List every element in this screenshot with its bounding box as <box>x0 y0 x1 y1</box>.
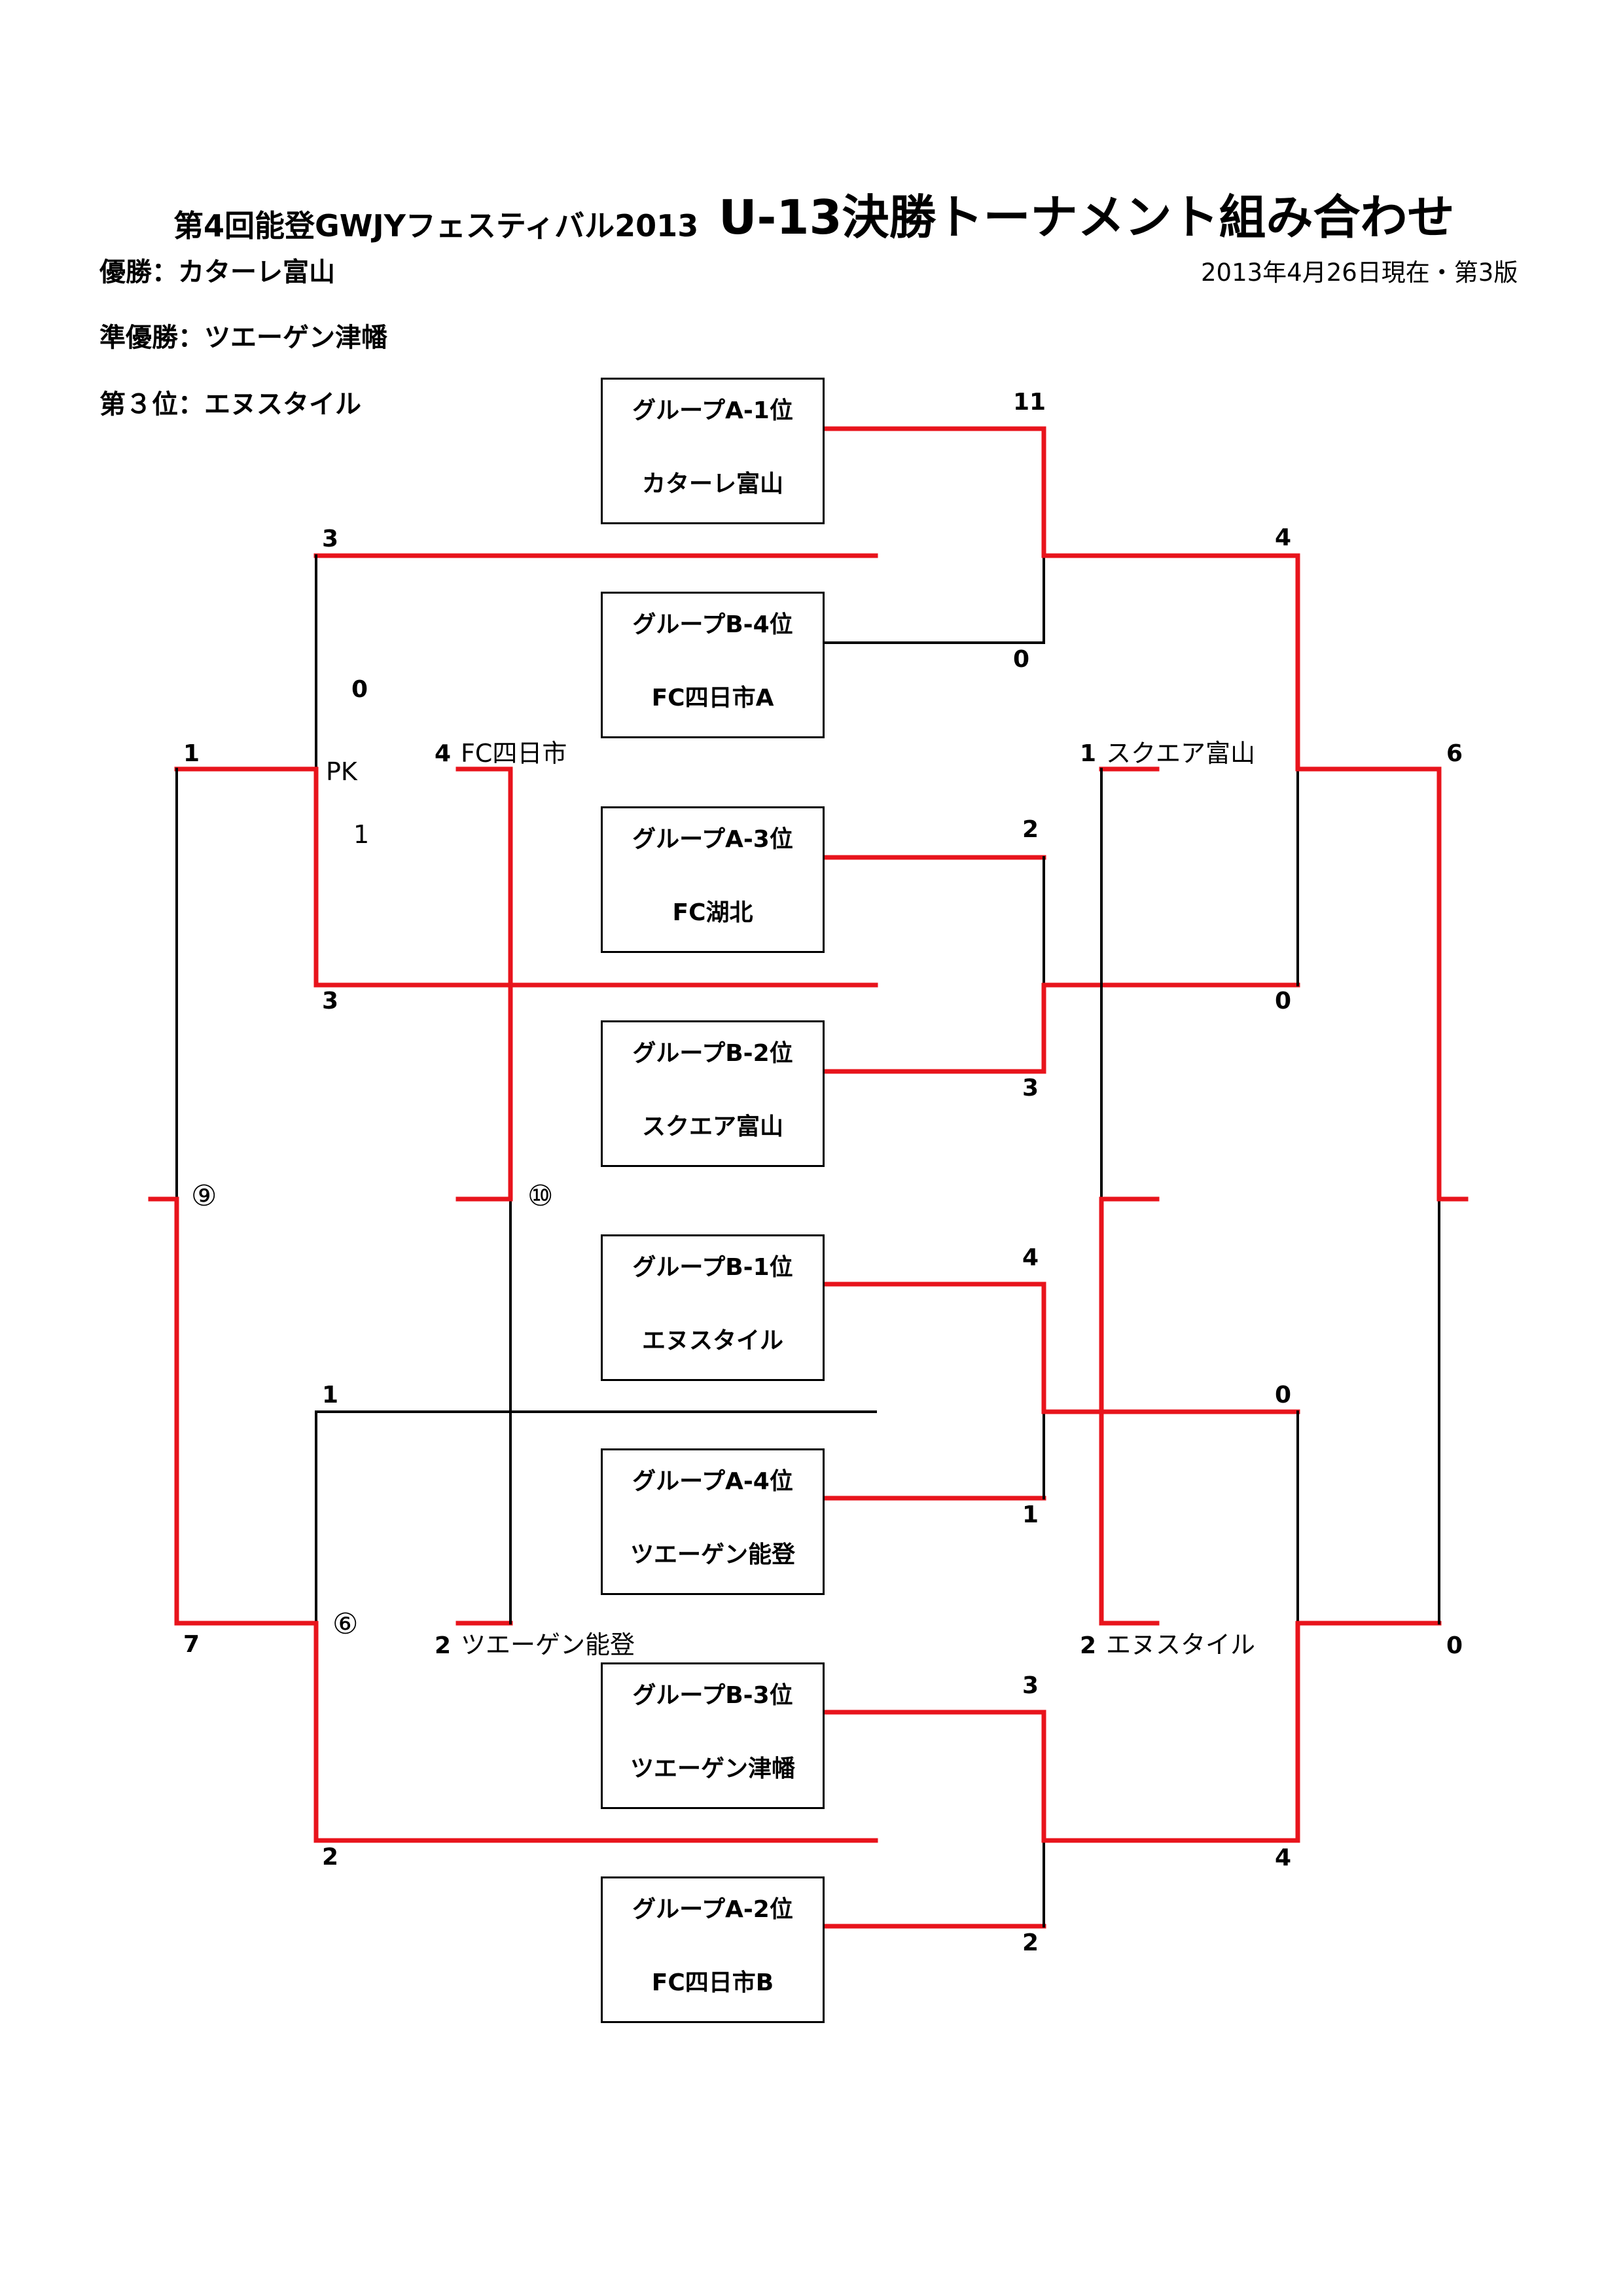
score: 1 <box>1022 1501 1039 1528</box>
team-box: グループB-1位 エヌスタイル <box>601 1234 825 1381</box>
champion-result: 優勝：カターレ富山 <box>99 257 335 287</box>
team-box: グループB-3位 ツエーゲン津幡 <box>601 1662 825 1809</box>
team-name: カターレ富山 <box>641 471 783 497</box>
match-marker: ⑥ <box>332 1607 359 1641</box>
score: 4 <box>1275 524 1292 551</box>
team-label: ツエーゲン能登 <box>461 1630 635 1659</box>
match-marker: ⑩ <box>527 1179 554 1213</box>
score: 2 <box>322 1844 339 1871</box>
team-seed: グループA-1位 <box>632 397 793 424</box>
page-title: U-13決勝トーナメント組み合わせ <box>719 190 1455 245</box>
team-box: グループA-1位 カターレ富山 <box>601 378 825 524</box>
pk-score: 0 <box>351 676 368 703</box>
team-name: ツエーゲン津幡 <box>630 1755 795 1782</box>
as-of-date: 2013年4月26日現在・第3版 <box>1201 259 1518 287</box>
team-seed: グループB-2位 <box>632 1040 793 1067</box>
score: 4 <box>1275 1844 1292 1871</box>
score: 3 <box>322 526 339 552</box>
team-box: グループA-4位 ツエーゲン能登 <box>601 1448 825 1595</box>
team-seed: グループB-3位 <box>632 1682 793 1709</box>
pk-label: PK <box>326 757 357 786</box>
team-box: グループA-3位 FC湖北 <box>601 806 825 953</box>
score: 2 <box>1022 1929 1039 1956</box>
score: 3 <box>1022 1075 1039 1102</box>
score: 4 <box>435 740 452 767</box>
score: 0 <box>1013 646 1030 673</box>
score: 4 <box>1022 1244 1039 1271</box>
match-marker: ⑨ <box>191 1179 217 1213</box>
score: 11 <box>1013 389 1046 416</box>
score: 3 <box>322 988 339 1014</box>
score: 1 <box>322 1382 339 1408</box>
team-seed: グループA-2位 <box>632 1896 793 1923</box>
score: 2 <box>1080 1632 1097 1659</box>
team-label: FC四日市 <box>461 739 567 768</box>
team-label: スクエア富山 <box>1106 739 1256 768</box>
score: 1 <box>1080 740 1097 767</box>
score: 0 <box>1275 988 1292 1014</box>
team-box: グループB-2位 スクエア富山 <box>601 1020 825 1167</box>
team-seed: グループB-1位 <box>632 1254 793 1281</box>
team-name: FC四日市A <box>651 685 774 711</box>
score: 1 <box>183 740 200 767</box>
event-title: 第4回能登GWJYフェスティバル2013 <box>173 208 699 243</box>
team-name: FC四日市B <box>651 1969 774 1996</box>
score: 2 <box>435 1632 452 1659</box>
team-seed: グループA-3位 <box>632 826 793 853</box>
score: 6 <box>1446 740 1463 767</box>
score: 7 <box>183 1631 200 1658</box>
team-name: エヌスタイル <box>641 1327 783 1354</box>
team-label: エヌスタイル <box>1106 1630 1256 1659</box>
third-place-result: 第３位：エヌスタイル <box>99 389 361 420</box>
team-name: FC湖北 <box>672 899 753 926</box>
team-box: グループB-4位 FC四日市A <box>601 592 825 738</box>
score: 2 <box>1022 816 1039 843</box>
team-seed: グループA-4位 <box>632 1468 793 1495</box>
team-seed: グループB-4位 <box>632 611 793 638</box>
score: 3 <box>1022 1672 1039 1699</box>
team-box: グループA-2位 FC四日市B <box>601 1876 825 2023</box>
team-name: ツエーゲン能登 <box>630 1541 795 1568</box>
pk-score: 1 <box>353 820 370 849</box>
score: 0 <box>1446 1632 1463 1659</box>
runner-up-result: 準優勝：ツエーゲン津幡 <box>99 323 387 353</box>
team-name: スクエア富山 <box>641 1113 783 1140</box>
score: 0 <box>1275 1382 1292 1408</box>
